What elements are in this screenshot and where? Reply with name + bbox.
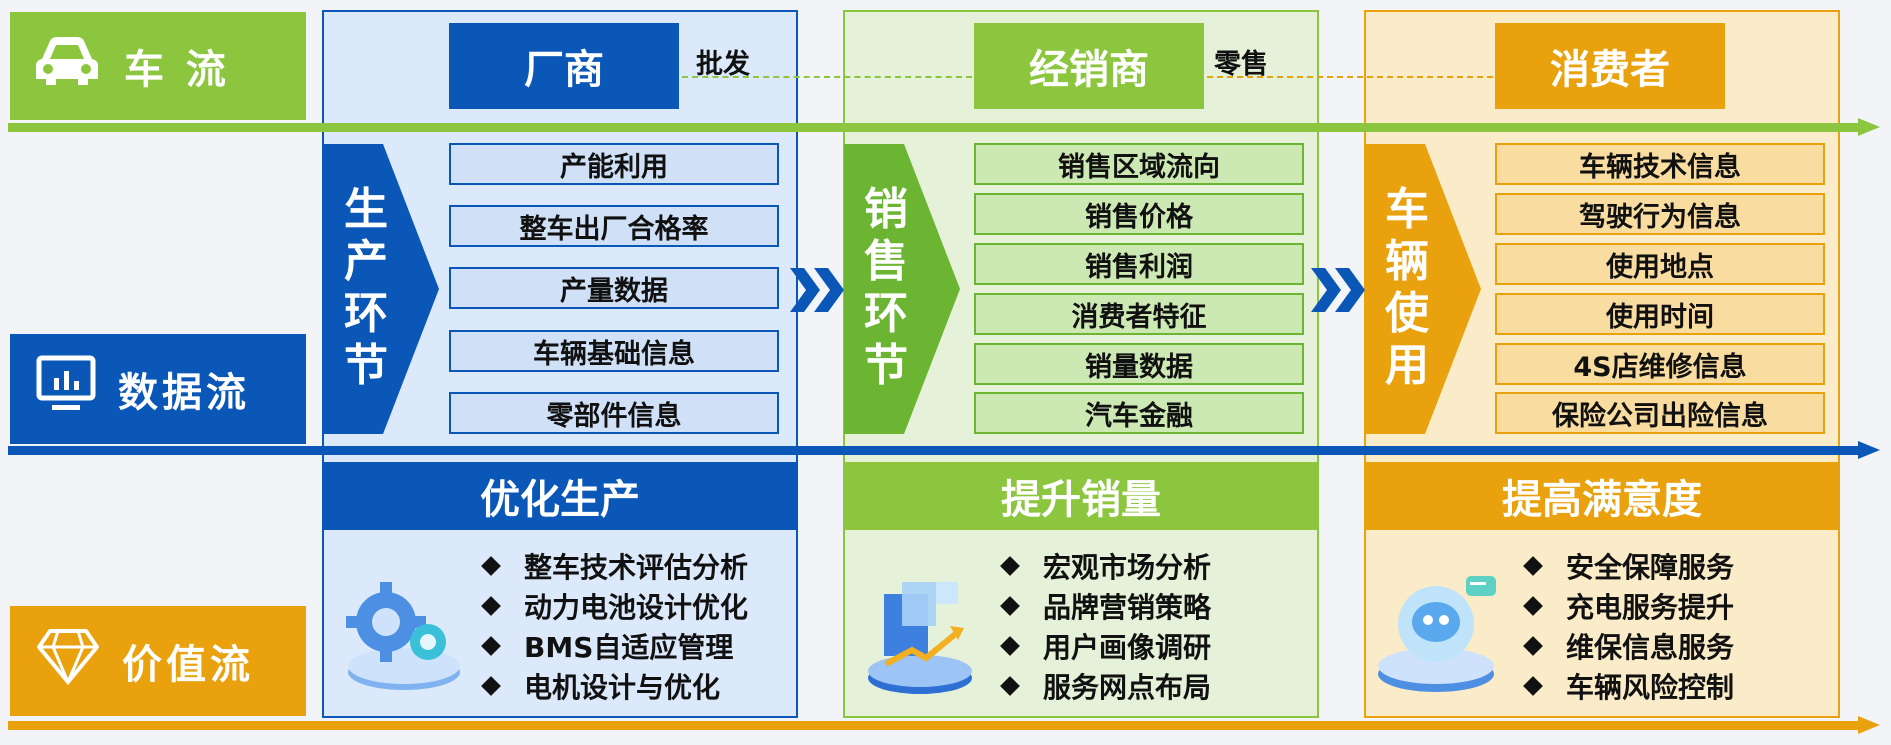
bullet-item: 服务网点布局 bbox=[1000, 666, 1211, 706]
diamond-icon bbox=[36, 627, 100, 695]
production-stage-arrow bbox=[323, 144, 439, 434]
diamond-bullet-icon bbox=[1523, 596, 1543, 616]
manufacturer-item: 零部件信息 bbox=[449, 392, 779, 434]
consumer-bullets: 安全保障服务 充电服务提升 维保信息服务 车辆风险控制 bbox=[1523, 546, 1734, 706]
wholesale-dash bbox=[682, 76, 972, 78]
bullet-item: 车辆风险控制 bbox=[1523, 666, 1734, 706]
dealer-item: 消费者特征 bbox=[974, 293, 1304, 335]
usage-stage-text: 车辆使用 bbox=[1385, 184, 1429, 391]
consumer-item: 保险公司出险信息 bbox=[1495, 392, 1825, 434]
manufacturer-item: 产量数据 bbox=[449, 267, 779, 309]
consumer-item: 使用时间 bbox=[1495, 293, 1825, 335]
bullet-item: 电机设计与优化 bbox=[481, 666, 748, 706]
car-flow-label: 车 流 bbox=[10, 12, 306, 120]
bullet-item: 整车技术评估分析 bbox=[481, 546, 748, 586]
manufacturer-head: 厂商 bbox=[449, 23, 679, 109]
monitor-chart-icon bbox=[36, 355, 96, 423]
diamond-bullet-icon bbox=[1000, 676, 1020, 696]
car-flow-text: 车 流 bbox=[124, 47, 230, 93]
manufacturer-bullets: 整车技术评估分析 动力电池设计优化 BMS自适应管理 电机设计与优化 bbox=[481, 546, 748, 706]
car-icon bbox=[32, 33, 102, 99]
double-chevron-icon bbox=[1311, 268, 1369, 316]
manufacturer-item: 整车出厂合格率 bbox=[449, 205, 779, 247]
consumer-head: 消费者 bbox=[1495, 23, 1725, 109]
diamond-bullet-icon bbox=[1000, 636, 1020, 656]
consumer-item: 4S店维修信息 bbox=[1495, 343, 1825, 385]
bullet-item: 品牌营销策略 bbox=[1000, 586, 1211, 626]
production-stage-text: 生产环节 bbox=[344, 184, 388, 391]
car-flow-arrow bbox=[8, 118, 1880, 136]
dealer-head: 经销商 bbox=[974, 23, 1204, 109]
bullet-item: 用户画像调研 bbox=[1000, 626, 1211, 666]
sales-stage-text: 销售环节 bbox=[864, 184, 908, 391]
dealer-item: 销售利润 bbox=[974, 243, 1304, 285]
diamond-bullet-icon bbox=[1000, 556, 1020, 576]
dealer-item: 销售价格 bbox=[974, 193, 1304, 235]
manufacturer-item: 车辆基础信息 bbox=[449, 330, 779, 372]
bullet-item: 安全保障服务 bbox=[1523, 546, 1734, 586]
consumer-goal: 提高满意度 bbox=[1364, 462, 1840, 530]
retail-dash bbox=[1207, 76, 1493, 78]
data-flow-arrow bbox=[8, 441, 1880, 459]
dealer-goal: 提升销量 bbox=[843, 462, 1319, 530]
diamond-bullet-icon bbox=[481, 676, 501, 696]
diamond-bullet-icon bbox=[1000, 596, 1020, 616]
value-flow-text: 价值流 bbox=[122, 642, 254, 688]
diamond-bullet-icon bbox=[1523, 556, 1543, 576]
diamond-bullet-icon bbox=[481, 636, 501, 656]
bullet-item: 充电服务提升 bbox=[1523, 586, 1734, 626]
data-flow-label: 数据流 bbox=[10, 334, 306, 444]
bullet-item: 维保信息服务 bbox=[1523, 626, 1734, 666]
double-chevron-icon bbox=[790, 268, 848, 316]
dealer-bullets: 宏观市场分析 品牌营销策略 用户画像调研 服务网点布局 bbox=[1000, 546, 1211, 706]
consumer-item: 使用地点 bbox=[1495, 243, 1825, 285]
value-flow-arrow bbox=[8, 716, 1880, 734]
diamond-bullet-icon bbox=[1523, 676, 1543, 696]
sales-stage-arrow bbox=[844, 144, 960, 434]
gear-illustration bbox=[336, 568, 466, 702]
dealer-item: 销售区域流向 bbox=[974, 143, 1304, 185]
bullet-item: 宏观市场分析 bbox=[1000, 546, 1211, 586]
consumer-item: 驾驶行为信息 bbox=[1495, 193, 1825, 235]
diamond-bullet-icon bbox=[1523, 636, 1543, 656]
growth-chart-illustration bbox=[862, 574, 982, 702]
diamond-bullet-icon bbox=[481, 556, 501, 576]
dealer-item: 汽车金融 bbox=[974, 392, 1304, 434]
bullet-item: BMS自适应管理 bbox=[481, 626, 748, 666]
wholesale-label: 批发 bbox=[696, 49, 750, 80]
usage-stage-arrow bbox=[1365, 144, 1481, 434]
bullet-item: 动力电池设计优化 bbox=[481, 586, 748, 626]
consumer-item: 车辆技术信息 bbox=[1495, 143, 1825, 185]
manufacturer-goal: 优化生产 bbox=[322, 462, 798, 530]
manufacturer-item: 产能利用 bbox=[449, 143, 779, 185]
dealer-item: 销量数据 bbox=[974, 343, 1304, 385]
value-flow-label: 价值流 bbox=[10, 606, 306, 716]
retail-label: 零售 bbox=[1214, 49, 1268, 80]
diamond-bullet-icon bbox=[481, 596, 501, 616]
robot-service-illustration bbox=[1374, 566, 1508, 702]
data-flow-text: 数据流 bbox=[118, 370, 250, 416]
